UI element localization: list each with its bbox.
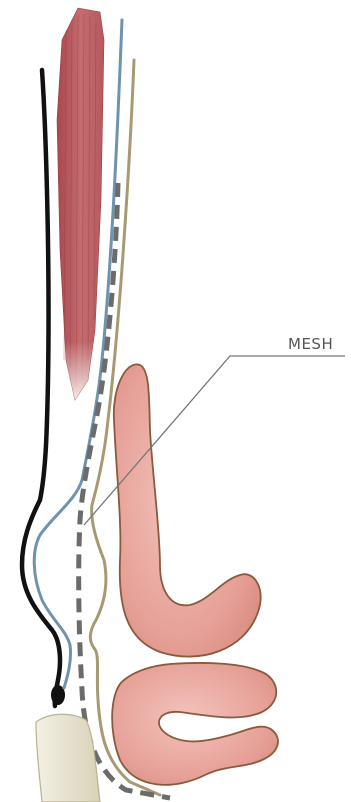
bowel-loops <box>112 364 278 784</box>
bone-structure <box>36 714 100 802</box>
mesh-label: MESH <box>288 335 333 353</box>
bowel-upper-loop <box>114 364 261 656</box>
bowel-lower-loop <box>112 663 278 785</box>
rectus-muscle <box>57 8 104 400</box>
skin-line <box>22 70 60 706</box>
